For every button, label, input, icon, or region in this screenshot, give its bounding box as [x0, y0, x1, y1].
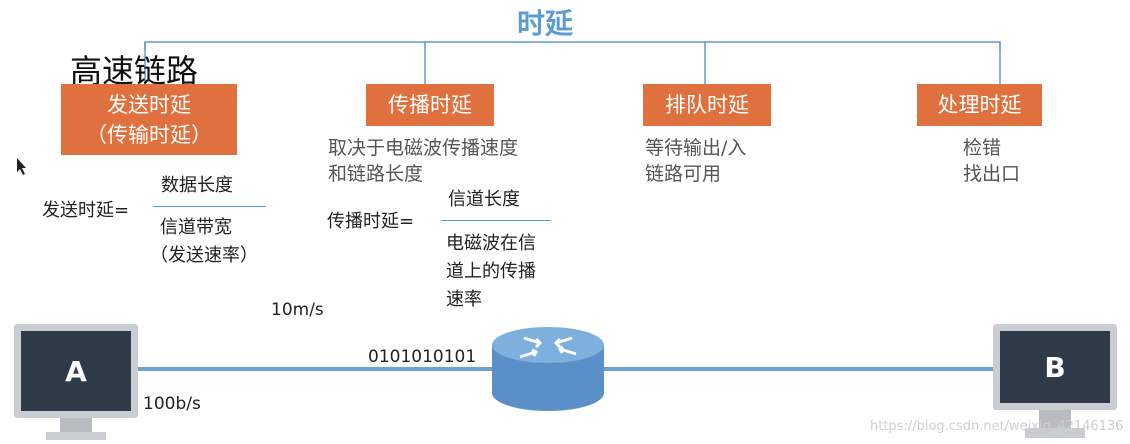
queuing-delay-desc: 等待输出/入 链路可用	[645, 135, 746, 187]
host-b-base	[1025, 428, 1085, 438]
send-formula-lhs: 发送时延=	[42, 200, 130, 221]
host-b-monitor: B	[993, 324, 1117, 410]
send-formula-denominator-sub: （发送速率）	[150, 245, 258, 266]
bit-stream-label: 0101010101	[368, 347, 477, 367]
queuing-delay-box: 排队时延	[643, 84, 771, 126]
router-icon	[492, 327, 604, 411]
queuing-delay-label: 排队时延	[665, 93, 749, 117]
processing-delay-desc: 检错 找出口	[963, 135, 1020, 187]
desc-line: 取决于电磁波传播速度	[328, 137, 519, 159]
transmission-delay-label: 发送时延	[107, 92, 191, 117]
prop-formula-denominator: 电磁波在信 道上的传播 速率	[446, 230, 536, 314]
send-rate-label: 100b/s	[143, 394, 201, 414]
propagation-delay-desc: 取决于电磁波传播速度 和链路长度	[328, 135, 518, 187]
prop-formula-lhs: 传播时延=	[327, 211, 415, 232]
diagram-title: 时延	[517, 7, 574, 40]
desc-line: 等待输出/入	[645, 137, 747, 159]
high-speed-link-label: 高速链路	[70, 52, 199, 90]
send-fraction-bar	[153, 206, 266, 207]
transmission-delay-box: 发送时延 （传输时延）	[61, 84, 237, 155]
host-a-screen: A	[21, 331, 131, 411]
mouse-cursor-icon	[17, 158, 26, 175]
transmission-delay-alt-label: （传输时延）	[86, 122, 212, 147]
host-b-screen: B	[1000, 331, 1110, 403]
desc-line: 找出口	[963, 163, 1021, 185]
propagation-delay-label: 传播时延	[388, 93, 472, 117]
send-formula-numerator: 数据长度	[161, 175, 233, 196]
host-a-stand	[60, 418, 92, 432]
processing-delay-label: 处理时延	[937, 93, 1022, 117]
denominator-line: 道上的传播	[446, 261, 536, 282]
send-formula-denominator: 信道带宽	[160, 217, 232, 238]
denominator-line: 速率	[446, 289, 482, 310]
desc-line: 和链路长度	[328, 163, 424, 185]
processing-delay-box: 处理时延	[917, 84, 1042, 126]
propagation-speed-label: 10m/s	[271, 300, 324, 320]
desc-line: 检错	[963, 137, 1002, 159]
tree-bracket	[144, 41, 1001, 50]
desc-line: 链路可用	[645, 163, 722, 185]
denominator-line: 电磁波在信	[446, 233, 536, 254]
host-b-stand	[1039, 410, 1071, 428]
propagation-delay-box: 传播时延	[366, 84, 494, 126]
prop-fraction-bar	[441, 220, 551, 221]
host-a-base	[46, 432, 106, 440]
host-a-monitor: A	[14, 324, 138, 418]
prop-formula-numerator: 信道长度	[448, 189, 520, 210]
watermark: https://blog.csdn.net/weixin_42146136	[870, 419, 1124, 434]
